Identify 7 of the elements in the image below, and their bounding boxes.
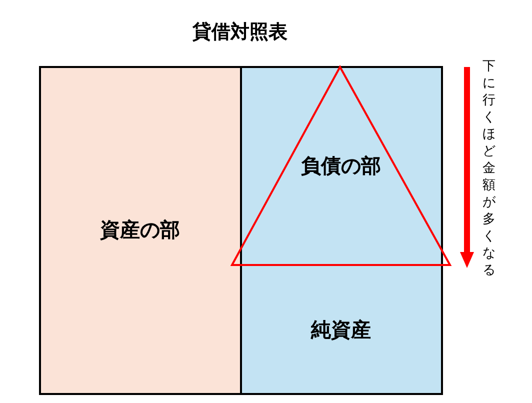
section-box bbox=[240, 66, 443, 395]
title: 貸借対照表 bbox=[192, 20, 288, 45]
note: 下に行くほど金額が多くなる bbox=[482, 58, 496, 279]
section-label: 純資産 bbox=[311, 316, 371, 344]
section-label: 資産の部 bbox=[100, 216, 180, 244]
section-label: 負債の部 bbox=[301, 152, 381, 180]
section-box bbox=[39, 66, 242, 395]
